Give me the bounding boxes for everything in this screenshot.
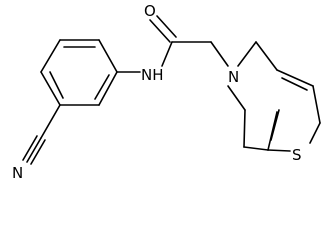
- bond-thiophene-inner-2: [270, 109, 280, 141]
- bond-ring-n-to-c6: [227, 85, 246, 111]
- bonds: [22, 15, 321, 165]
- bond-ring-f: [40, 39, 61, 73]
- bond-nitrile-triple-1: [26, 137, 42, 163]
- bond-ring-inner-2: [94, 74, 110, 100]
- atom-label-amide-nitrogen: NH: [141, 66, 164, 84]
- bond-ch2-to-ring-n: [210, 41, 229, 67]
- bond-c7a-to-c3a: [267, 111, 278, 151]
- bond-ring-n-to-c4: [237, 41, 257, 67]
- atom-label-sulfur: S: [292, 146, 302, 164]
- atom-label-oxygen: O: [144, 2, 156, 20]
- atom-label-ring-nitrogen: N: [228, 68, 239, 86]
- bond-carbonyl-double-1: [149, 19, 171, 43]
- bond-c4-to-c3a: [255, 41, 278, 71]
- bond-nitrile-triple-3: [30, 139, 46, 165]
- bond-thiophene-inner-1: [281, 77, 308, 91]
- bond-c3-to-c2: [312, 85, 321, 124]
- bond-s-to-c7a: [267, 149, 291, 152]
- bond-c3a-to-c3: [276, 69, 314, 87]
- bond-amide-n-to-carbonyl: [161, 41, 173, 67]
- atom-labels: O NH N S N: [12, 2, 302, 182]
- bond-nitrile-triple-2: [22, 135, 38, 161]
- bond-c7-to-c7a: [243, 146, 269, 151]
- bond-ring-c: [98, 71, 118, 106]
- bond-c6-to-c7: [243, 109, 246, 148]
- bond-ring-to-nitrile-carbon: [40, 104, 61, 139]
- bond-carbonyl-double-2: [156, 15, 177, 38]
- molecule-diagram: O NH N S N: [12, 2, 321, 182]
- bond-ring-inner-3: [49, 71, 64, 99]
- bond-ring-e: [40, 71, 61, 106]
- bond-c2-to-s: [309, 122, 321, 144]
- atom-label-nitrile-nitrogen: N: [12, 164, 23, 182]
- bond-ring-b: [98, 39, 118, 73]
